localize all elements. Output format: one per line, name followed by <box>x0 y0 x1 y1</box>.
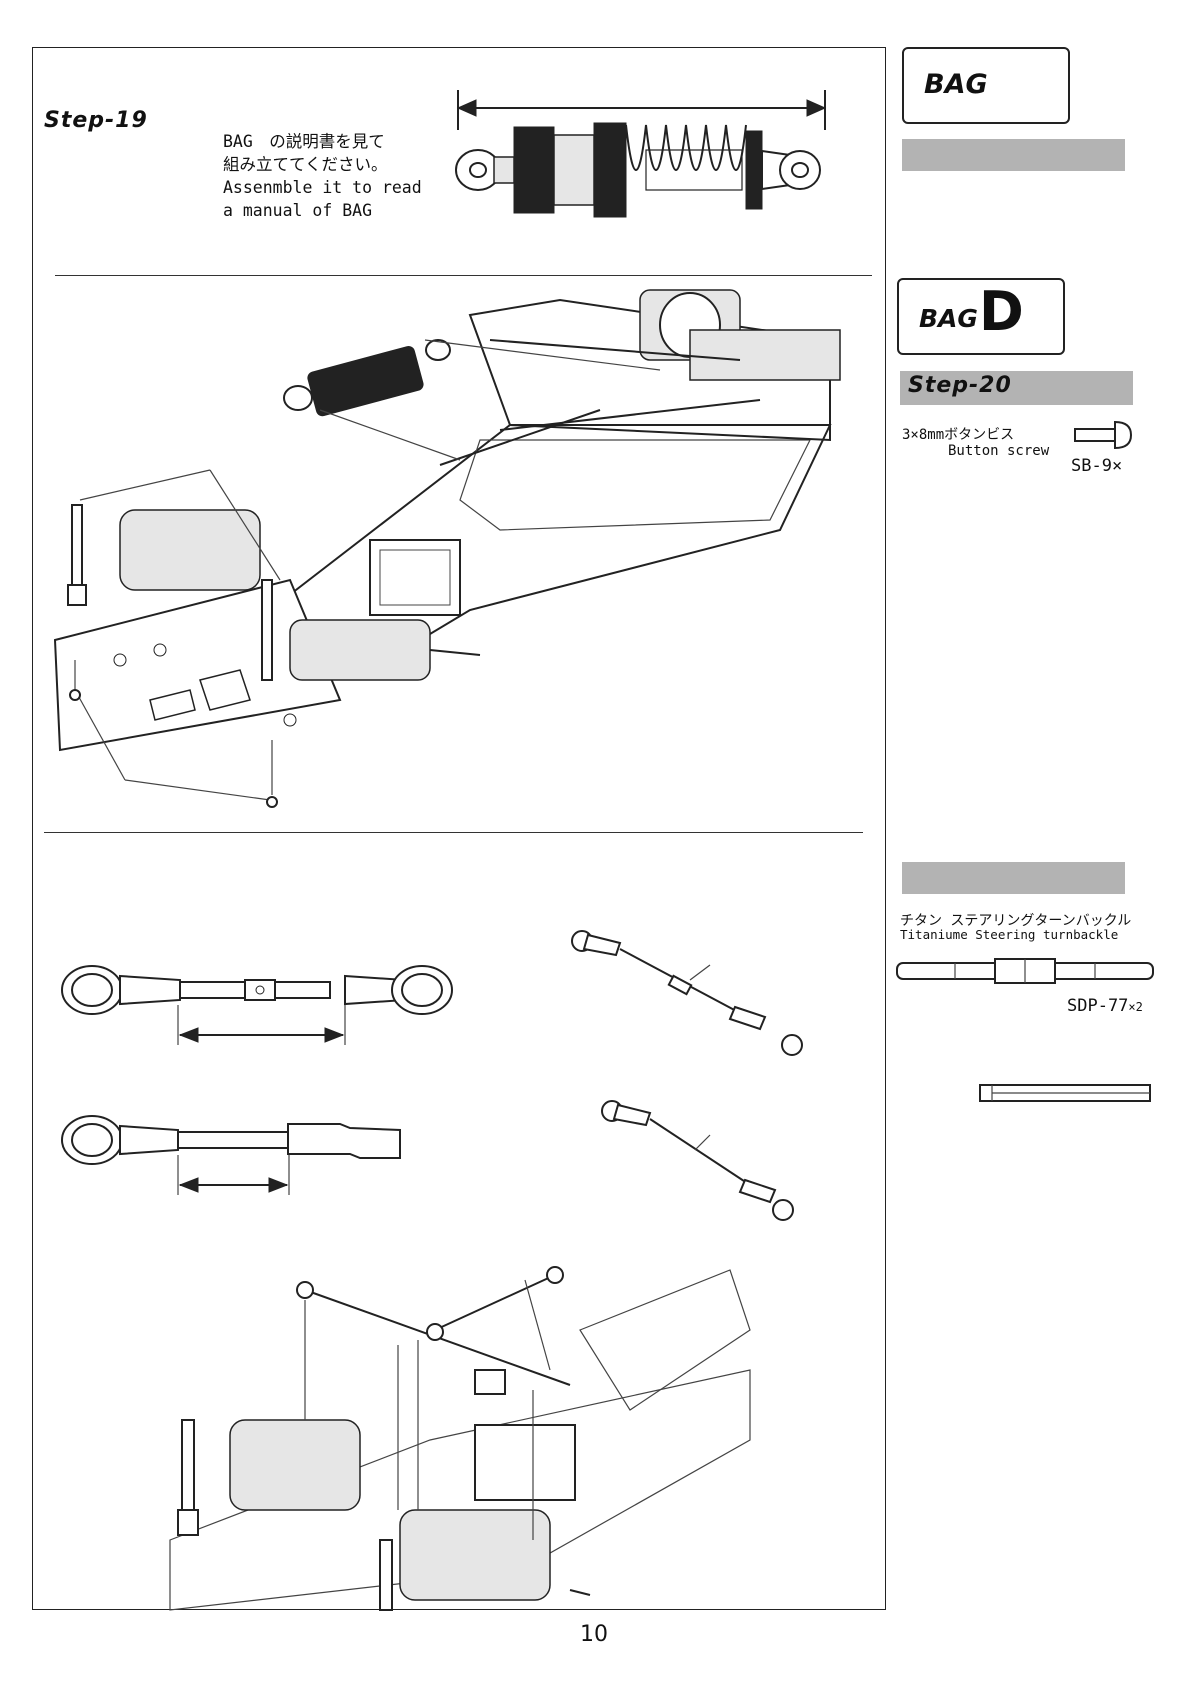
bag-box-1: BAG <box>902 47 1070 124</box>
turnbuckle-part-code: SDP-77 <box>1067 996 1128 1016</box>
turnbuckle-name-en: Titaniume Steering turnbackle <box>900 927 1118 942</box>
turnbuckle-part-qty: ×2 <box>1128 1000 1142 1014</box>
turnbuckle-part-icon <box>895 957 1157 985</box>
section-divider-2 <box>44 832 863 833</box>
rod-gauge-icon <box>978 1082 1153 1104</box>
parts-header-bar-1 <box>902 139 1125 171</box>
step19-instruction-jp-1: BAG の説明書を見て <box>223 130 422 153</box>
parts-header-bar-2 <box>902 862 1125 894</box>
screw-name-en: Button screw <box>948 443 1049 459</box>
step19-instructions: BAG の説明書を見て 組み立ててください。 Assenmble it to r… <box>223 130 422 222</box>
chassis-assembly-illustration <box>40 280 880 820</box>
bag-box-2-letter: D <box>979 280 1024 343</box>
turnbuckle-part-number: SDP-77×2 <box>1067 996 1143 1016</box>
bag-box-2-prefix: BAG <box>919 304 978 333</box>
page-number: 10 <box>580 1622 608 1647</box>
step19-instruction-en-2: a manual of BAG <box>223 199 422 222</box>
steering-linkage-illustration <box>170 1270 750 1610</box>
step19-label: Step-19 <box>44 108 148 133</box>
turnbuckle-angled-1 <box>570 925 810 1055</box>
shock-absorber-illustration <box>450 85 840 245</box>
turnbuckle-angled-2 <box>600 1095 800 1225</box>
step20-label: Step-20 <box>908 373 1012 398</box>
step19-instruction-jp-2: 組み立ててください。 <box>223 153 422 176</box>
screw-name-jp: 3×8mmボタンビス <box>902 424 1014 444</box>
turnbuckle-rod-1 <box>60 960 470 1050</box>
bag-box-2: BAG D <box>897 278 1065 355</box>
chassis-shock <box>284 340 450 417</box>
button-screw-icon <box>1075 420 1133 452</box>
section-divider-1 <box>55 275 872 276</box>
bag-box-1-label: BAG <box>924 69 988 100</box>
step19-instruction-en-1: Assenmble it to read <box>223 176 422 199</box>
turnbuckle-rod-2 <box>60 1110 410 1205</box>
step20-header: Step-20 <box>900 371 1133 405</box>
screw-part-number: SB-9× <box>1071 456 1122 476</box>
